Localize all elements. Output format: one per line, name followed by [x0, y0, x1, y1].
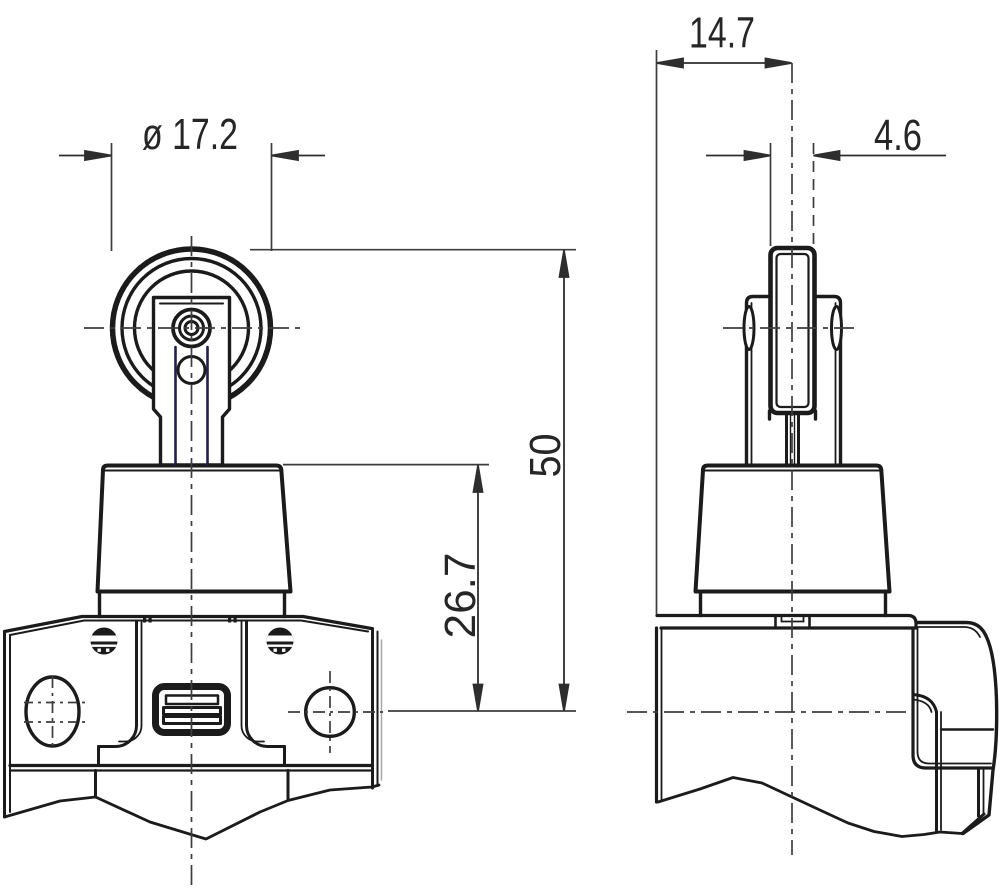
centerlines — [24, 63, 906, 887]
cover-outer-edge-inner — [917, 626, 981, 638]
cap-outline — [95, 463, 293, 594]
plunger-stem-side — [785, 411, 800, 467]
housing-top-edge-outer — [2, 614, 374, 634]
dimension-roller-width-label: 4.6 — [874, 111, 922, 160]
arrow-50-bottom — [558, 683, 570, 712]
fork-arm-left — [744, 294, 773, 468]
cover-outer-edge — [916, 620, 999, 836]
top-plate-outline — [655, 613, 918, 630]
dimension-height-50 — [558, 250, 570, 712]
arrow-147-left — [656, 57, 684, 69]
inner-plunger-lines — [174, 345, 209, 466]
arrow-46-left — [743, 149, 771, 162]
arrow-dia-right — [271, 149, 299, 162]
housing-side — [654, 613, 999, 838]
dimension-roller-diameter — [59, 149, 325, 162]
cover-corner-cut — [960, 812, 986, 835]
cover-inner-wall-outer — [911, 626, 993, 770]
dimension-overall-height-label: 50 — [521, 434, 570, 478]
dimension-depth-147 — [656, 57, 792, 69]
cover-inner-wall-inner — [916, 627, 992, 765]
arrow-50-top — [558, 250, 570, 278]
front-view — [2, 246, 383, 841]
dimension-texts: ø 17.2 14.7 4.6 50 26.7 — [142, 9, 922, 639]
dimension-roller-width-46 — [706, 149, 946, 162]
arrow-267-top — [472, 465, 484, 493]
arrow-267-bottom — [472, 683, 484, 712]
arrow-dia-left — [84, 149, 112, 162]
screw-left — [90, 627, 118, 655]
cap-side-outline — [693, 463, 892, 594]
cover-step-outer — [911, 693, 938, 714]
housing-top-ticks — [143, 615, 237, 623]
housing-front — [2, 614, 383, 841]
dimension-cap-height-label: 26.7 — [436, 553, 485, 639]
bellows-cap-front — [95, 463, 293, 619]
extension-lines — [110, 50, 772, 712]
arrow-46-right — [813, 149, 841, 162]
break-line-side — [656, 776, 964, 838]
fork-arm-right — [812, 294, 843, 468]
housing-top-edge-inner — [9, 619, 369, 636]
dimension-roller-diameter-label: ø 17.2 — [142, 110, 238, 159]
screw-right — [266, 627, 294, 655]
center-wall-right-inner — [240, 620, 265, 743]
break-line-front — [3, 783, 381, 841]
dimension-depth-label: 14.7 — [689, 9, 755, 58]
dimension-lines — [59, 57, 946, 712]
arrow-147-right — [764, 57, 792, 69]
side-view — [654, 245, 999, 838]
side-cover — [911, 620, 999, 836]
bellows-cap-side — [693, 463, 892, 618]
center-wall-left-inner — [118, 620, 143, 743]
dimension-height-267 — [472, 465, 484, 712]
cover-step-inner — [912, 698, 933, 713]
